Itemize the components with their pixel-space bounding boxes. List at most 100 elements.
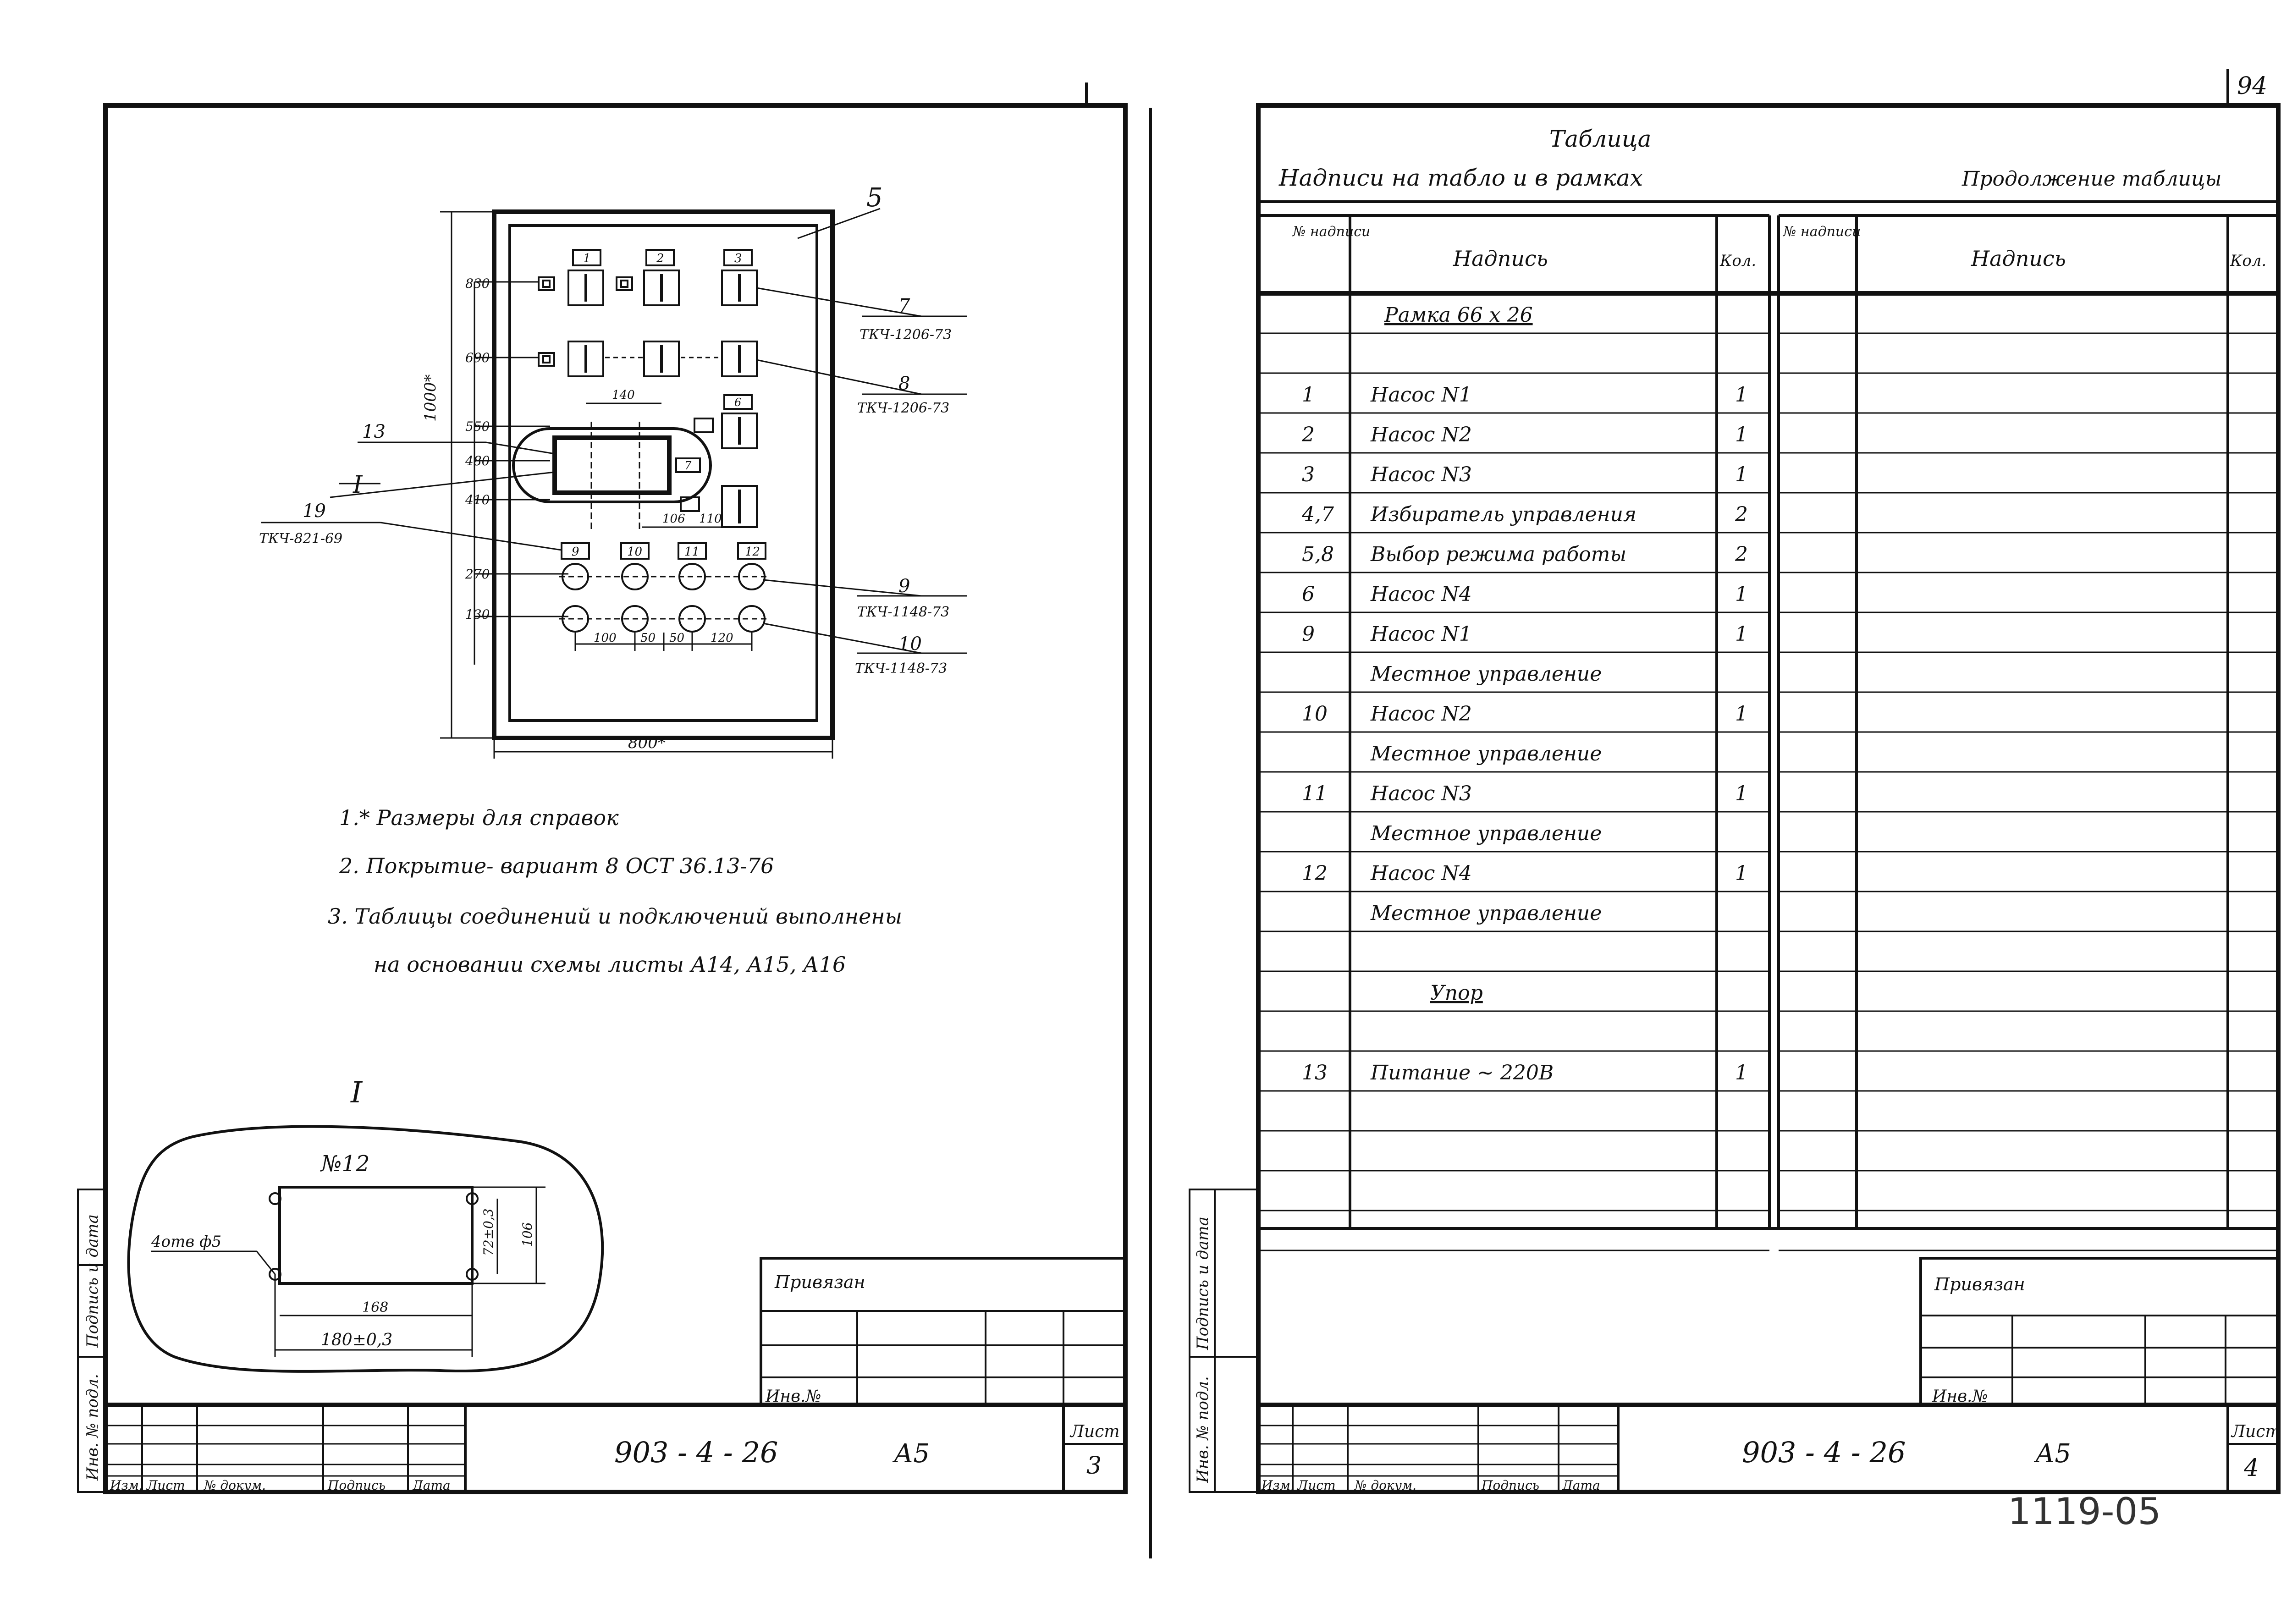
header-num: № надписи [1292,224,1370,240]
table-cell-num: 12 [1302,862,1328,885]
plate-6 [723,394,753,410]
callout-8: 8 [898,373,910,394]
panel-drawing: 1000* 800* 830 690 550 480 410 270 130 [259,183,967,759]
left-privyazan: Привязан [774,1272,865,1292]
switch-row-1 [538,270,758,306]
table-cell-text: Насос N4 [1370,583,1472,606]
dim-height-total: 1000* [421,374,440,422]
part-ref-19: ТКЧ-821-69 [259,531,342,547]
dim-120: 120 [711,631,733,645]
callout-9: 9 [898,576,910,597]
page-number: 94 [2237,72,2267,100]
table-cell-text: Насос N1 [1370,622,1472,646]
left-title-block: Привязан Инв.№ Изм. Лист № докум. Подпис… [103,1257,1128,1494]
table-cell-text: Упор [1430,981,1483,1005]
table-cell-text: Местное управление [1370,822,1602,845]
svg-text:9: 9 [572,545,579,559]
note-3: 3. Таблицы соединений и подключений выпо… [328,904,902,929]
table-cell-qty: 2 [1735,543,1748,566]
plate-7 [675,457,701,473]
panel-inner [508,224,818,722]
callout-10: 10 [898,633,922,655]
table-cell-qty: 1 [1735,702,1748,726]
plate-11 [678,542,707,560]
detail-dim-inner-h: 106 [520,1222,535,1247]
detail-dim-inner-w: 168 [362,1299,388,1316]
table-cell-text: Насос N4 [1370,862,1472,885]
table-cell-num: 4,7 [1301,503,1334,526]
switch-row-2 [538,341,758,377]
right-side-stamp: Инв. № подл. Подпись и дата [1189,1189,1259,1493]
table-cell-qty: 1 [1735,862,1748,885]
part-ref-10: ТКЧ-1148-73 [855,661,947,677]
callout-19: 19 [303,501,326,522]
table-cell-qty: 1 [1735,782,1748,805]
detail-cutout [278,1186,474,1285]
inscriptions-table: № надписи Надпись Кол. № надписи Надпись… [1258,214,2278,1251]
left-col-sign: Подпись [327,1478,386,1493]
table-cell-text: Рамка 66 х 26 [1384,303,1533,327]
table-cell-text: Избиратель управления [1370,503,1636,526]
plate-1 [572,249,601,266]
right-title-block: Привязан Инв.№ Изм. Лист № докум. Подпис… [1256,1257,2281,1494]
table-cell-num: 10 [1302,702,1328,726]
dim-830: 830 [465,276,490,291]
right-privyazan: Привязан [1934,1274,2025,1294]
dim-width-total: 800* [628,734,666,752]
svg-text:6: 6 [734,396,741,409]
detail-label: №12 [320,1151,370,1177]
button-rows [559,563,770,633]
table-cell-qty: 1 [1735,1061,1748,1085]
dim-106: 106 [662,512,685,526]
dim-140: 140 [612,388,635,402]
left-sheet: Инв. № подл. Подпись и дата 1000* 800* 8… [77,83,1128,1494]
detail-dim-outer-h: 72±0,3 [481,1208,496,1256]
part-ref-8: ТКЧ-1206-73 [857,400,949,416]
right-col-sign: Подпись [1481,1478,1539,1493]
dim-130: 130 [465,607,490,622]
window-cutout [512,427,712,503]
table-cell-qty: 1 [1735,463,1748,486]
table-cell-qty: 1 [1735,423,1748,446]
panel-outline [492,209,835,740]
callout-5: 5 [866,183,883,213]
left-sheet-label: Лист [1069,1422,1120,1441]
table-cell-text: Местное управление [1370,662,1602,686]
table-cell-num: 6 [1302,583,1315,606]
table-subtitle: Надписи на табло и в рамках [1278,165,1643,191]
table-cell-text: Питание ~ 220В [1370,1061,1554,1085]
right-inv-orig: Инв. № подл. [1194,1376,1212,1483]
header-qty: Кол. [1719,252,1756,270]
table-cell-qty: 2 [1735,503,1748,526]
svg-text:11: 11 [684,545,700,559]
part-ref-7: ТКЧ-1206-73 [860,327,952,343]
table-cell-qty: 1 [1735,583,1748,606]
left-col-doc: № докум. [204,1478,266,1493]
header-qty2: Кол. [2230,252,2266,270]
dim-110: 110 [699,512,722,526]
table-cell-num: 9 [1302,622,1315,646]
left-inv-orig: Инв. № подл. [83,1374,102,1481]
header-num2: № надписи [1782,224,1861,240]
left-sheet-code: А5 [892,1439,930,1469]
table-cell-qty: 1 [1735,622,1748,646]
plate-3 [723,249,753,266]
callout-13: 13 [362,421,386,442]
svg-text:2: 2 [656,252,664,265]
header-text: Надпись [1453,246,1548,271]
right-sheet: 94 Инв. № подл. Подпись и дата Таблица Н… [1189,69,2281,1533]
callout-I: I [353,471,363,499]
continuation-label: Продолжение таблицы [1961,167,2222,191]
table-cell-text: Насос N3 [1370,782,1472,805]
table-cell-text: Местное управление [1370,742,1602,765]
dim-50b: 50 [669,631,684,645]
dim-50a: 50 [640,631,656,645]
right-col-doc: № докум. [1354,1478,1416,1493]
detail-view: I №12 4отв ф5 168 180±0,3 72±0,3 106 [127,1076,604,1373]
note-1: 1.* Размеры для справок [339,805,619,830]
table-cell-num: 1 [1302,383,1315,407]
table-cell-text: Насос N1 [1370,383,1472,407]
right-sheet-code: А5 [2033,1439,2071,1469]
note-2: 2. Покрытие- вариант 8 ОСТ 36.13-76 [339,853,774,878]
callout-7: 7 [898,295,910,316]
